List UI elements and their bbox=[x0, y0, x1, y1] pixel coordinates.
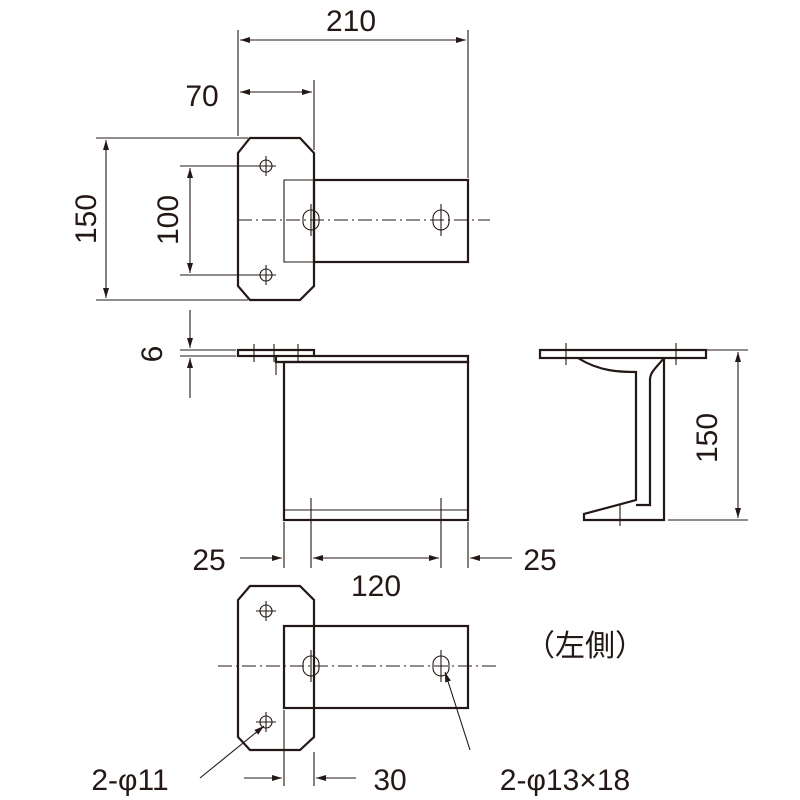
left-side-label: （左側） bbox=[525, 630, 645, 663]
front-view: 6 25 120 25 bbox=[136, 310, 557, 603]
dim-edge-right: 25 bbox=[523, 544, 556, 577]
top-view-plate bbox=[236, 136, 316, 302]
dim-overall-length: 210 bbox=[326, 5, 376, 38]
callout-slot-holes: 2-φ13×18 bbox=[500, 764, 630, 797]
top-view-arm bbox=[312, 178, 470, 264]
top-view-hidden-edge bbox=[283, 179, 314, 263]
top-view-plate-hole-upper bbox=[256, 156, 276, 176]
front-view-plate-edge bbox=[236, 348, 316, 358]
left-side-view: （左側） 2-φ11 2-φ13×18 30 bbox=[91, 584, 645, 797]
left-side-hole-upper bbox=[256, 601, 276, 621]
side-view-top-plate bbox=[538, 348, 708, 360]
side-view-channel bbox=[577, 357, 666, 522]
front-view-arm bbox=[282, 360, 470, 522]
dim-edge-left: 25 bbox=[192, 544, 225, 577]
dim-side-height: 150 bbox=[691, 413, 724, 463]
side-view: 150 bbox=[538, 343, 748, 526]
dim-hole-pitch-arm: 120 bbox=[351, 570, 401, 603]
dim-plate-width: 70 bbox=[185, 80, 218, 113]
dim-hole-pitch-plate: 100 bbox=[152, 195, 185, 245]
top-view-plate-hole-lower bbox=[256, 265, 276, 285]
left-side-arm bbox=[282, 624, 470, 710]
leader-small-holes bbox=[199, 725, 265, 779]
dim-plate-thickness: 6 bbox=[136, 346, 169, 363]
left-side-hole-lower bbox=[256, 712, 276, 732]
left-side-slot-left bbox=[302, 650, 320, 682]
dim-plate-height: 150 bbox=[70, 194, 103, 244]
callout-small-holes: 2-φ11 bbox=[91, 764, 168, 797]
top-view: 210 70 150 100 bbox=[70, 5, 490, 302]
left-side-slot-right bbox=[432, 650, 450, 682]
leader-slot-holes bbox=[444, 671, 471, 751]
top-view-slot-left bbox=[302, 204, 320, 236]
dim-offset: 30 bbox=[373, 764, 406, 797]
top-view-slot-right bbox=[432, 204, 450, 236]
left-side-plate bbox=[236, 584, 316, 752]
